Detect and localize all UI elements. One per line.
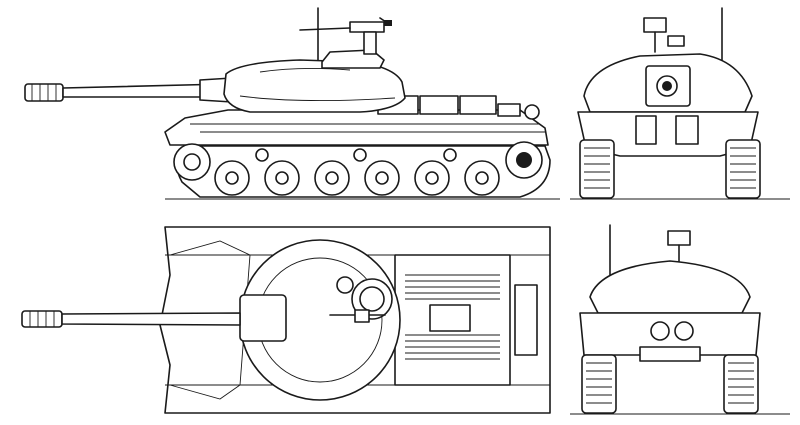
- rear-deck-plate: [514, 284, 538, 356]
- hull: [164, 109, 549, 146]
- rear-view-drawing: [570, 224, 790, 415]
- top-view: [0, 215, 560, 425]
- main-gun: [24, 77, 233, 103]
- loader-hatch: [239, 294, 287, 342]
- return-roller: [255, 148, 269, 162]
- right-track: [723, 354, 759, 414]
- left-track: [579, 139, 615, 199]
- aa-machine-gun: [643, 17, 685, 53]
- headlight: [635, 115, 657, 145]
- top-view-drawing: [21, 226, 551, 414]
- rear-light: [524, 104, 540, 120]
- turret: [589, 260, 751, 314]
- left-track: [581, 354, 617, 414]
- commander-cupola: [336, 276, 393, 320]
- gun-mantlet: [645, 65, 691, 107]
- aa-machine-gun: [299, 7, 392, 61]
- main-gun: [21, 310, 241, 328]
- track-links: [185, 145, 545, 198]
- right-track: [725, 139, 761, 199]
- rear-view: [560, 215, 800, 425]
- return-roller: [443, 148, 457, 162]
- front-view: [560, 0, 800, 210]
- return-roller: [353, 148, 367, 162]
- aa-machine-gun: [667, 230, 691, 262]
- rear-grille: [639, 346, 701, 362]
- exhaust-pipes: [650, 321, 694, 341]
- engine-deck: [394, 254, 511, 386]
- road-wheels: [214, 160, 500, 196]
- tow-hook: [675, 115, 699, 145]
- front-view-drawing: [570, 7, 790, 200]
- idler-wheel: [505, 141, 543, 179]
- side-view-drawing: [24, 7, 560, 200]
- aa-machine-gun: [329, 309, 386, 323]
- drive-sprocket: [173, 143, 211, 181]
- side-view: [0, 0, 560, 210]
